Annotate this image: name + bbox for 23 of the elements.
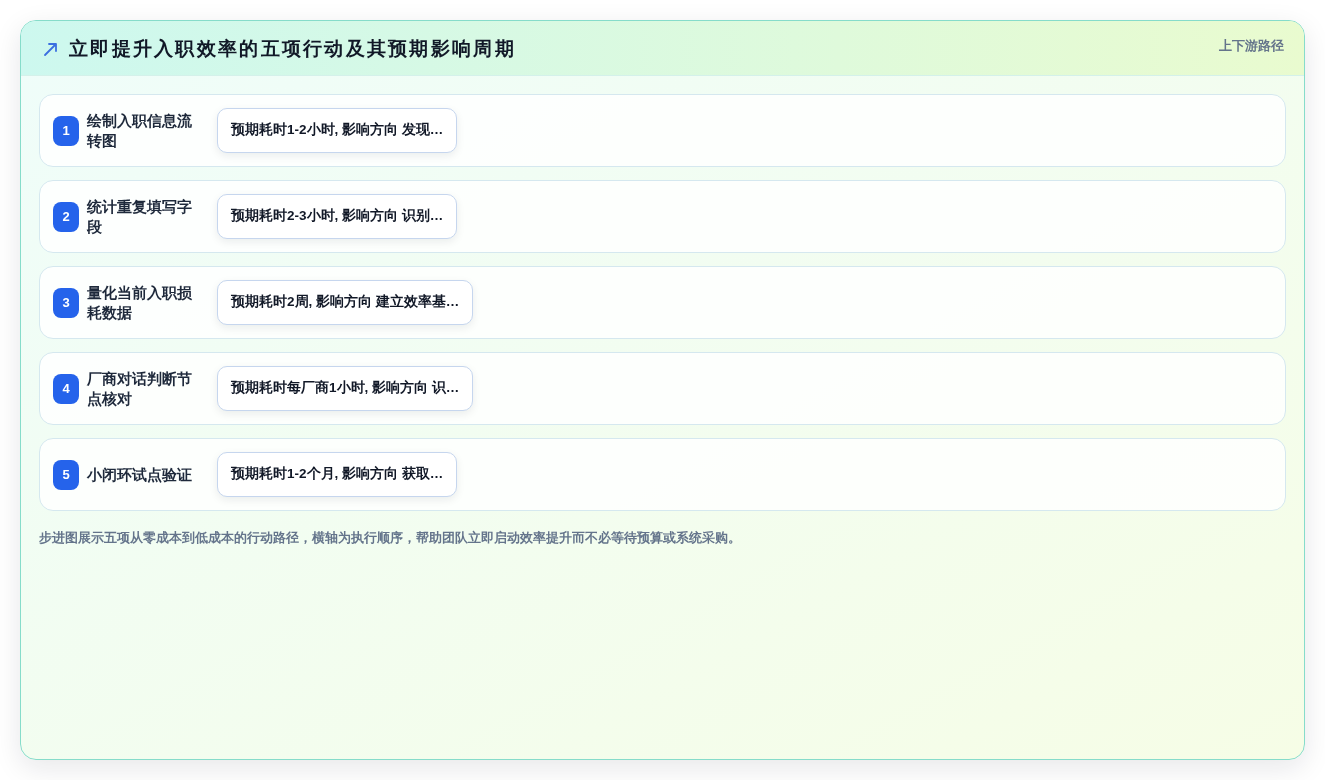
step-card xyxy=(39,352,1286,425)
estimate-chip: 预期耗时每厂商1小时, 影响方向 识… xyxy=(217,366,474,411)
step-card xyxy=(39,438,1286,511)
step-card xyxy=(39,180,1286,253)
step-title: 绘制入职信息流转图 xyxy=(87,110,193,151)
number-badge: 4 xyxy=(53,373,79,404)
diagram-title: 立即提升入职效率的五项行动及其预期影响周期 xyxy=(69,36,516,61)
estimate-chip: 预期耗时1-2小时, 影响方向 发现… xyxy=(217,108,458,153)
step-title: 量化当前入职损耗数据 xyxy=(87,282,193,323)
step-title: 厂商对话判断节点核对 xyxy=(87,368,193,409)
header-label: 上下游路径 xyxy=(1219,37,1284,55)
step-title: 统计重复填写字段 xyxy=(87,196,193,237)
number-badge: 5 xyxy=(53,459,79,490)
caption-text: 步进图展示五项从零成本到低成本的行动路径，横轴为执行顺序，帮助团队立即启动效率提升而不必等待预算或系统采购。 xyxy=(39,529,742,547)
estimate-chip: 预期耗时2-3小时, 影响方向 识别… xyxy=(217,194,458,239)
estimate-chip: 预期耗时2周, 影响方向 建立效率基… xyxy=(217,280,474,325)
number-badge: 1 xyxy=(53,115,79,146)
number-badge: 2 xyxy=(53,201,79,232)
step-card xyxy=(39,94,1286,167)
step-card xyxy=(39,266,1286,339)
estimate-chip: 预期耗时1-2个月, 影响方向 获取… xyxy=(217,452,458,497)
step-title: 小闭环试点验证 xyxy=(87,464,193,485)
number-badge: 3 xyxy=(53,287,79,318)
